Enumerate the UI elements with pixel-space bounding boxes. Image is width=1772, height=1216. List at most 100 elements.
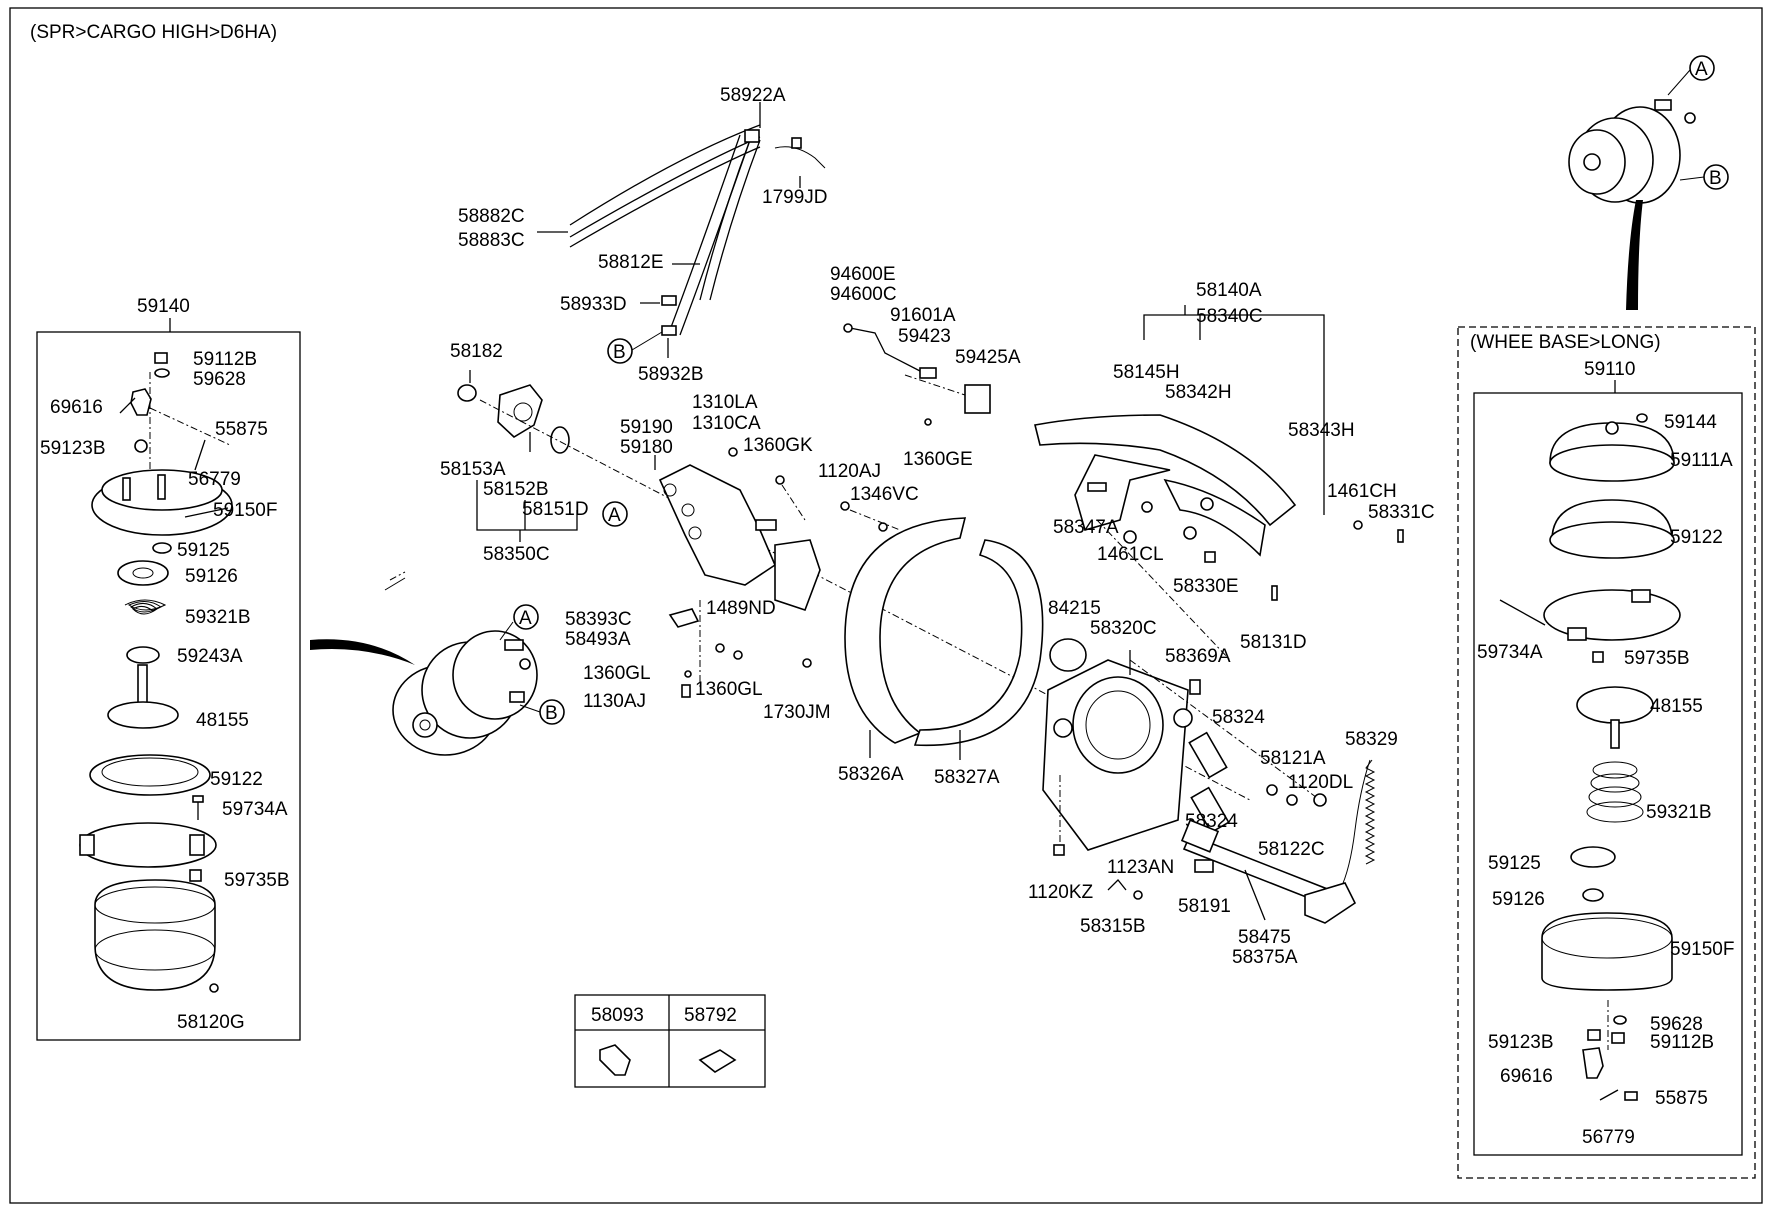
clevis-icon (130, 388, 152, 416)
sensor-wire-group: 94600E 94600C 91601A 59423 59425A 1360GE… (818, 264, 1021, 532)
return-spring-icon (1339, 759, 1371, 891)
slack-adjuster-group: 58182 58153A 58152B 58151D 58350C A (389, 341, 1251, 801)
label-59123B: 59123B (40, 438, 106, 459)
label-94600E: 94600E (830, 264, 896, 285)
label-58475: 58475 (1238, 927, 1291, 948)
label-59126: 59126 (185, 566, 238, 587)
diagram-border (9, 7, 1763, 1204)
label-58191: 58191 (1178, 896, 1231, 917)
washer-icon (152, 542, 172, 554)
label-58375A: 58375A (1232, 947, 1298, 968)
label-58182: 58182 (450, 341, 503, 362)
fitting-icon (661, 295, 677, 306)
left-box-title: 59140 (137, 296, 190, 317)
label-58151D: 58151D (522, 499, 589, 520)
label-58343H: 58343H (1288, 420, 1355, 441)
label-59423: 59423 (898, 326, 951, 347)
clevis-icon (1582, 1047, 1604, 1079)
label-r69616: 69616 (1500, 1066, 1553, 1087)
right-assembly-group: (WHEE BASE>LONG) 59110 59144 59 (1457, 326, 1756, 1179)
pointer-arrow-icon (310, 639, 415, 665)
junction-block-icon (964, 384, 991, 414)
label-59122: 59122 (210, 769, 263, 790)
nut-icon (154, 352, 168, 364)
callout-a: A (519, 608, 532, 629)
plate-icon (668, 608, 700, 628)
label-1310LA: 1310LA (692, 392, 758, 413)
label-r59734A: 59734A (1477, 642, 1543, 663)
left-box-frame (36, 331, 301, 1041)
label-58152B: 58152B (483, 479, 549, 500)
callout-a: A (1695, 59, 1708, 80)
label-58932B: 58932B (638, 364, 704, 385)
label-58121A: 58121A (1260, 748, 1326, 769)
label-1730JM: 1730JM (763, 702, 831, 723)
label-59243A: 59243A (177, 646, 243, 667)
brake-shoe-icon (1034, 414, 1297, 527)
spring-icon (124, 599, 167, 615)
label-r59123B: 59123B (1488, 1032, 1554, 1053)
label-58327A: 58327A (934, 767, 1000, 788)
label-1310CA: 1310CA (692, 413, 761, 434)
label-58122C: 58122C (1258, 839, 1325, 860)
label-59190: 59190 (620, 417, 673, 438)
label-1799JD: 1799JD (762, 187, 828, 208)
label-59425A: 59425A (955, 347, 1021, 368)
legend-col2: 58792 (684, 1005, 737, 1026)
label-48155: 48155 (196, 710, 249, 731)
callout-a-circle (513, 604, 539, 630)
header-title: (SPR>CARGO HIGH>D6HA) (30, 22, 277, 43)
label-58330E: 58330E (1173, 576, 1239, 597)
label-58315B: 58315B (1080, 916, 1146, 937)
label-r59125: 59125 (1488, 853, 1541, 874)
label-58812E: 58812E (598, 252, 664, 273)
dust-shield-icon (844, 517, 967, 744)
label-r59122: 59122 (1670, 527, 1723, 548)
hose-group: 58922A 1799JD 58882C 58883C 58812E 58933… (458, 85, 828, 385)
label-59735B: 59735B (224, 870, 290, 891)
brake-shoe-group: 58140A 58340C 58145H 58342H 58343H 1461C… (1034, 280, 1435, 661)
label-1360GK: 1360GK (743, 435, 813, 456)
pin-icon (1188, 731, 1228, 779)
pointer-arrow-icon (1626, 200, 1643, 310)
label-58350C: 58350C (483, 544, 550, 565)
label-r59628: 59628 (1650, 1014, 1703, 1035)
pin-icon (1190, 786, 1230, 834)
diaphragm-plate-icon (107, 701, 179, 729)
right-inner-title: 59110 (1584, 359, 1635, 380)
label-1120DL: 1120DL (1288, 772, 1353, 793)
washer-icon (154, 368, 170, 378)
bracket-group: 1310LA 1310CA 59190 59180 1360GK (620, 392, 821, 612)
label-58326A: 58326A (838, 764, 904, 785)
brake-chamber-center: A B (392, 604, 565, 756)
slack-adjuster-icon (497, 384, 543, 438)
label-55875: 55875 (215, 419, 268, 440)
label-r59112B: 59112B (1650, 1032, 1714, 1053)
retainer-icon (1570, 846, 1616, 868)
label-1489ND: 1489ND (706, 598, 776, 619)
label-58331C: 58331C (1368, 502, 1435, 523)
label-59734A: 59734A (222, 799, 288, 820)
callout-b: B (613, 342, 626, 363)
label-r59126: 59126 (1492, 889, 1545, 910)
label-91601A: 91601A (890, 305, 956, 326)
washer-icon (1582, 888, 1604, 902)
label-1120AJ: 1120AJ (818, 461, 881, 482)
label-58342H: 58342H (1165, 382, 1232, 403)
callout-a: A (608, 505, 621, 526)
housing-icon (1541, 912, 1673, 991)
label-58329: 58329 (1345, 729, 1398, 750)
seal-icon (117, 560, 169, 586)
label-58153A: 58153A (440, 459, 506, 480)
label-59125: 59125 (177, 540, 230, 561)
label-1461CH: 1461CH (1327, 481, 1397, 502)
label-r55875: 55875 (1655, 1088, 1708, 1109)
label-58340C: 58340C (1196, 306, 1263, 327)
label-1360GL-b: 1360GL (695, 679, 763, 700)
brake-lining-icon (1163, 478, 1266, 557)
label-58883C: 58883C (458, 230, 525, 251)
right-outer-box (1457, 326, 1756, 1179)
label-1123AN: 1123AN (1107, 857, 1174, 878)
label-58393C: 58393C (565, 609, 632, 630)
